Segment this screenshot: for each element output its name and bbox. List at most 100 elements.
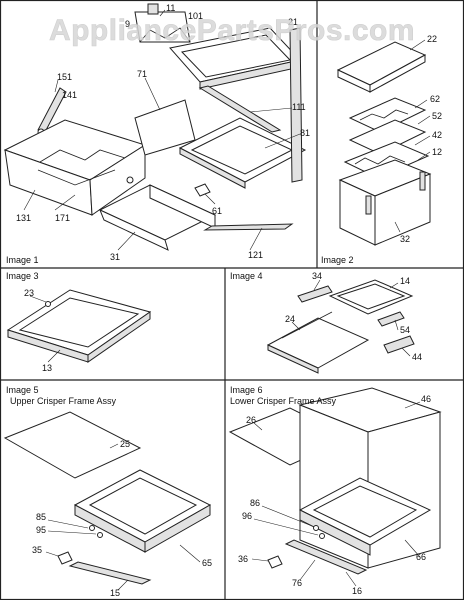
callout-65: 65 [202, 558, 212, 568]
callout-44: 44 [412, 352, 422, 362]
callout-21: 21 [288, 17, 298, 27]
crisper-131-inner [37, 169, 116, 186]
callout-15: 15 [110, 588, 120, 598]
lead-151 [54, 79, 59, 93]
part-23 [45, 301, 51, 307]
part-171 [126, 176, 134, 184]
callout-141: 141 [62, 90, 77, 100]
callout-54: 54 [400, 325, 410, 335]
image5-panel: 25 85 95 35 65 15 Image 5 Upper Crisper … [3, 385, 212, 598]
lead-65 [179, 544, 201, 563]
callout-16: 16 [352, 586, 362, 596]
tray-62 [348, 97, 427, 133]
callout-9: 9 [125, 19, 130, 29]
lead-111 [249, 107, 293, 113]
lead-71 [144, 77, 161, 111]
lead-121 [249, 227, 263, 251]
image5-caption: Image 5 [6, 385, 39, 395]
basket-24 [266, 317, 370, 369]
watermark-logo: AppliancePartsPros.com [49, 14, 415, 47]
callout-121: 121 [248, 250, 263, 260]
part-61 [194, 183, 211, 197]
rail-76 [284, 539, 368, 575]
callout-26: 26 [246, 415, 256, 425]
callout-81: 81 [300, 128, 310, 138]
frame-66-front [299, 509, 371, 556]
basket-24-front [267, 344, 319, 374]
track-9 [289, 27, 303, 183]
lead-15 [117, 579, 129, 591]
image3-panel: 23 13 Image 3 [6, 271, 152, 373]
callout-11: 11 [166, 3, 175, 13]
frame-66-inner [312, 485, 418, 538]
lead-12 [417, 151, 431, 161]
callout-46: 46 [421, 394, 431, 404]
image1-caption: Image 1 [6, 255, 39, 265]
lead-54 [394, 319, 399, 331]
callout-32: 32 [400, 234, 410, 244]
callout-95: 95 [36, 525, 46, 535]
callout-66: 66 [416, 552, 426, 562]
part-96 [319, 533, 325, 539]
lead-61 [204, 193, 216, 205]
tray-52 [348, 119, 427, 155]
lead-25 [109, 443, 119, 449]
lead-85 [47, 519, 89, 529]
callout-151: 151 [57, 72, 72, 82]
lead-23 [29, 295, 47, 303]
callout-111: 111 [292, 102, 306, 112]
frame-65-inner [88, 477, 198, 535]
callout-24: 24 [285, 314, 295, 324]
image1-panel: 11 101 21 151 141 71 111 81 131 171 61 3… [3, 3, 310, 265]
callout-22: 22 [427, 34, 437, 44]
lead-62 [414, 99, 428, 109]
callout-12: 12 [432, 147, 442, 157]
lead-26 [253, 422, 263, 431]
part-95 [97, 532, 103, 538]
lead-66 [404, 539, 421, 558]
rail-15 [68, 561, 152, 585]
callout-31: 31 [110, 252, 120, 262]
cover-25 [3, 411, 142, 479]
bin-42-holes [354, 155, 406, 165]
image5-subtitle: Upper Crisper Frame Assy [10, 396, 117, 406]
basket-24-wires [281, 311, 333, 339]
lead-16 [345, 571, 357, 587]
lead-171 [54, 194, 76, 211]
bracket-34 [297, 285, 333, 303]
callout-25: 25 [120, 439, 130, 449]
lead-52 [417, 115, 431, 125]
bracket-54 [377, 311, 405, 327]
image4-panel: 34 14 24 54 44 Image 4 [230, 271, 422, 374]
lead-95 [47, 530, 97, 535]
lead-131 [23, 189, 36, 211]
bracket-44 [383, 335, 415, 354]
lead-81 [264, 133, 301, 149]
lead-24 [291, 321, 301, 331]
callout-85: 85 [36, 512, 46, 522]
lead-22 [409, 39, 426, 51]
callout-171: 171 [55, 213, 70, 223]
lead-86 [261, 505, 313, 527]
image6-subtitle: Lower Crisper Frame Assy [230, 396, 337, 406]
callout-36: 36 [238, 554, 248, 564]
callout-62: 62 [430, 94, 440, 104]
callout-76: 76 [292, 578, 302, 588]
frame-81-edge [179, 147, 246, 189]
lead-14 [389, 282, 399, 289]
callout-101: 101 [188, 11, 203, 21]
image6-panel: 26 46 86 96 36 76 16 66 Image 6 Lower Cr… [228, 385, 442, 596]
bracket-11-ribs [139, 27, 191, 43]
lead-44 [401, 347, 411, 357]
part-85 [89, 525, 95, 531]
crisper-131-dividers [39, 149, 126, 163]
shelf-13-glass [18, 297, 140, 348]
lead-13 [47, 349, 61, 363]
lead-35 [45, 551, 59, 557]
lead-32 [394, 221, 401, 233]
lead-46 [404, 401, 421, 409]
image6-caption: Image 6 [230, 385, 263, 395]
lead-31 [117, 231, 136, 251]
callout-23: 23 [24, 288, 34, 298]
